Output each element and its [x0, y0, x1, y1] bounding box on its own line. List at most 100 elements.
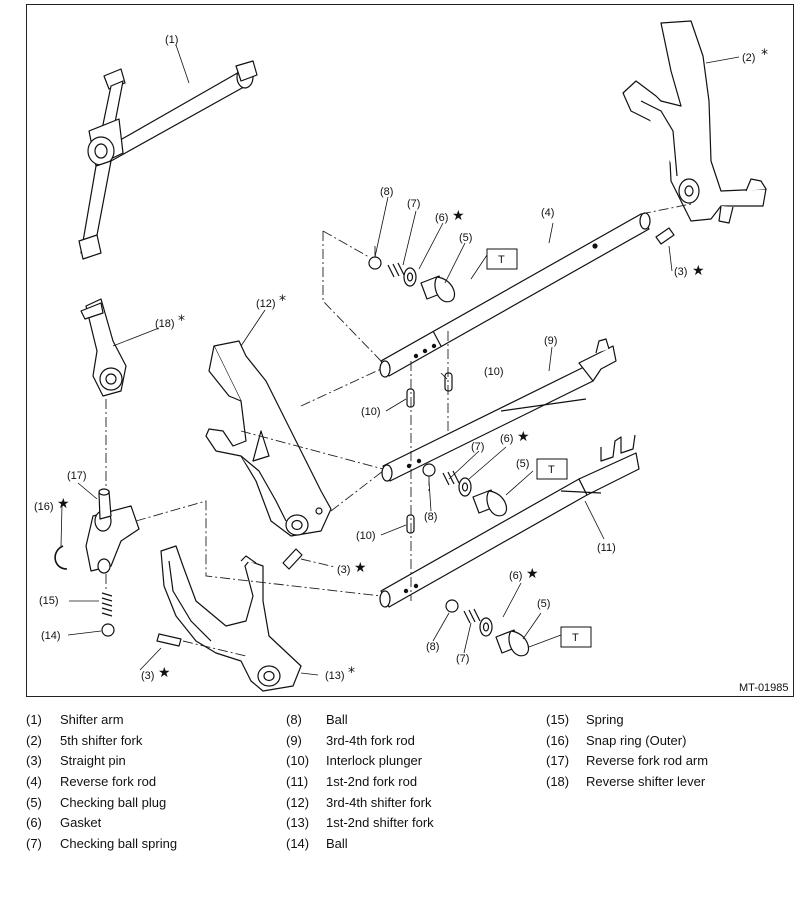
callout-12: (12): [256, 298, 276, 310]
legend-part-name: Ball: [326, 836, 348, 852]
asterisk-18: *: [178, 313, 185, 329]
legend-part-name: Checking ball plug: [60, 794, 167, 810]
callout-8-upper: (8): [380, 186, 393, 198]
star-6-middle: ★: [517, 429, 530, 445]
straight-pin-lower: [156, 633, 182, 647]
lower-detent-set: [445, 599, 530, 657]
legend-item: (5)Checking ball plug: [26, 795, 177, 816]
torque-label-upper: T: [498, 254, 505, 266]
callout-9: (9): [544, 335, 557, 347]
legend-item: (8)Ball: [286, 712, 434, 733]
legend-part-name: Gasket: [60, 815, 102, 831]
callout-6-upper: (6): [435, 212, 448, 224]
reverse-fork-rod-arm: [85, 488, 140, 574]
legend-number: (15): [546, 712, 570, 727]
callout-3-upper: (3): [674, 266, 687, 278]
callout-7-lower: (7): [456, 653, 469, 665]
legend-number: (10): [286, 753, 310, 769]
legend-item: (13)1st-2nd shifter fork: [286, 815, 434, 836]
legend-part-name: Straight pin: [60, 753, 126, 769]
callout-1: (1): [165, 34, 178, 46]
callout-17: (17): [67, 470, 87, 482]
interlock-plunger-lower: [406, 514, 415, 534]
legend-item: (12) 3rd-4th shifter fork: [286, 795, 434, 816]
legend-number: (14): [286, 836, 310, 852]
legend-item: (10) Interlock plunger: [286, 753, 434, 774]
callout-8-middle: (8): [424, 511, 437, 523]
legend-item: (14) Ball: [286, 836, 434, 857]
callout-7-upper: (7): [407, 198, 420, 210]
legend-number: (4): [26, 774, 42, 790]
callout-13: (13): [325, 670, 345, 682]
legend-item: (9)3rd-4th fork rod: [286, 733, 434, 754]
legend-number: (2): [26, 732, 42, 748]
callout-5-upper: (5): [459, 232, 472, 244]
first-second-shifter-fork: [160, 545, 302, 692]
fifth-shifter-fork: [622, 20, 767, 224]
reverse-shifter-lever: [80, 298, 127, 397]
callout-16: (16): [34, 501, 54, 513]
torque-label-middle: T: [548, 464, 555, 476]
legend-part-name: Spring: [586, 712, 624, 727]
assembly-lines: [105, 203, 692, 657]
callout-10-left: (10): [361, 406, 381, 418]
exploded-diagram: T T T (1) (2) * (3) ★ (4) (8) (7) (6) ★ …: [34, 20, 789, 694]
legend-part-name: 3rd-4th shifter fork: [326, 794, 432, 810]
legend-number: (1): [26, 712, 42, 727]
legend-item: (4) Reverse fork rod: [26, 774, 177, 795]
legend-part-name: Reverse fork rod: [60, 774, 157, 790]
legend-item: (16) Snap ring (Outer): [546, 733, 708, 754]
legend-number: (13): [286, 815, 310, 831]
legend-item: (18)Reverse shifter lever: [546, 774, 708, 795]
callout-4: (4): [541, 207, 554, 219]
legend-number: (16): [546, 732, 570, 748]
parts-legend: (1) Shifter arm (2) 5th shifter fork (3) Stra…: [26, 712, 794, 862]
callout-6-lower: (6): [509, 570, 522, 582]
callout-10-lower: (10): [356, 530, 376, 542]
legend-item: (1) Shifter arm: [26, 712, 177, 733]
legend-part-name: 5th shifter fork: [60, 732, 143, 748]
star-3-lower: ★: [158, 665, 171, 681]
star-3-upper: ★: [692, 263, 705, 279]
snap-ring-part: [54, 545, 68, 570]
legend-part-name: Shifter arm: [60, 712, 124, 727]
legend-number: (8): [286, 712, 302, 727]
middle-detent-set: [422, 463, 508, 517]
callout-14: (14): [41, 630, 61, 642]
legend-number: (12): [286, 794, 310, 810]
spring-part: [101, 592, 113, 617]
star-6-lower: ★: [526, 566, 539, 582]
callout-7-middle: (7): [471, 441, 484, 453]
legend-number: (6): [26, 815, 42, 831]
star-6-upper: ★: [452, 208, 465, 224]
straight-pin-upper: [655, 227, 675, 245]
torque-boxes: [486, 248, 592, 648]
interlock-plunger-right: [444, 372, 453, 392]
legend-item: (11) 1st-2nd fork rod: [286, 774, 434, 795]
callout-11: (11): [597, 542, 616, 554]
asterisk-2: *: [761, 47, 768, 63]
interlock-plunger-left: [406, 388, 415, 408]
legend-number: (11): [286, 774, 309, 790]
straight-pin-middle: [282, 548, 303, 570]
callout-15: (15): [39, 595, 59, 607]
legend-part-name: 1st-2nd fork rod: [326, 774, 418, 790]
callout-6-middle: (6): [500, 433, 513, 445]
leader-lines: [60, 44, 740, 676]
legend-number: (9): [286, 732, 302, 748]
callout-5-middle: (5): [516, 458, 529, 470]
legend-number: (3): [26, 753, 42, 769]
ball-14-part: [101, 623, 115, 637]
legend-item: (3) Straight pin: [26, 753, 177, 774]
legend-item: (6) Gasket: [26, 815, 177, 836]
legend-number: (7): [26, 836, 42, 852]
star-16: ★: [57, 496, 70, 512]
legend-part-name: Snap ring (Outer): [586, 732, 687, 748]
callout-2: (2): [742, 52, 755, 64]
shifter-arm: [78, 60, 258, 260]
third-fourth-shifter-fork: [205, 340, 332, 537]
legend-item: (7) Checking ball spring: [26, 836, 177, 857]
legend-part-name: Interlock plunger: [326, 753, 423, 769]
legend-number: (17): [546, 753, 570, 769]
legend-part-name: Checking ball spring: [60, 836, 178, 852]
